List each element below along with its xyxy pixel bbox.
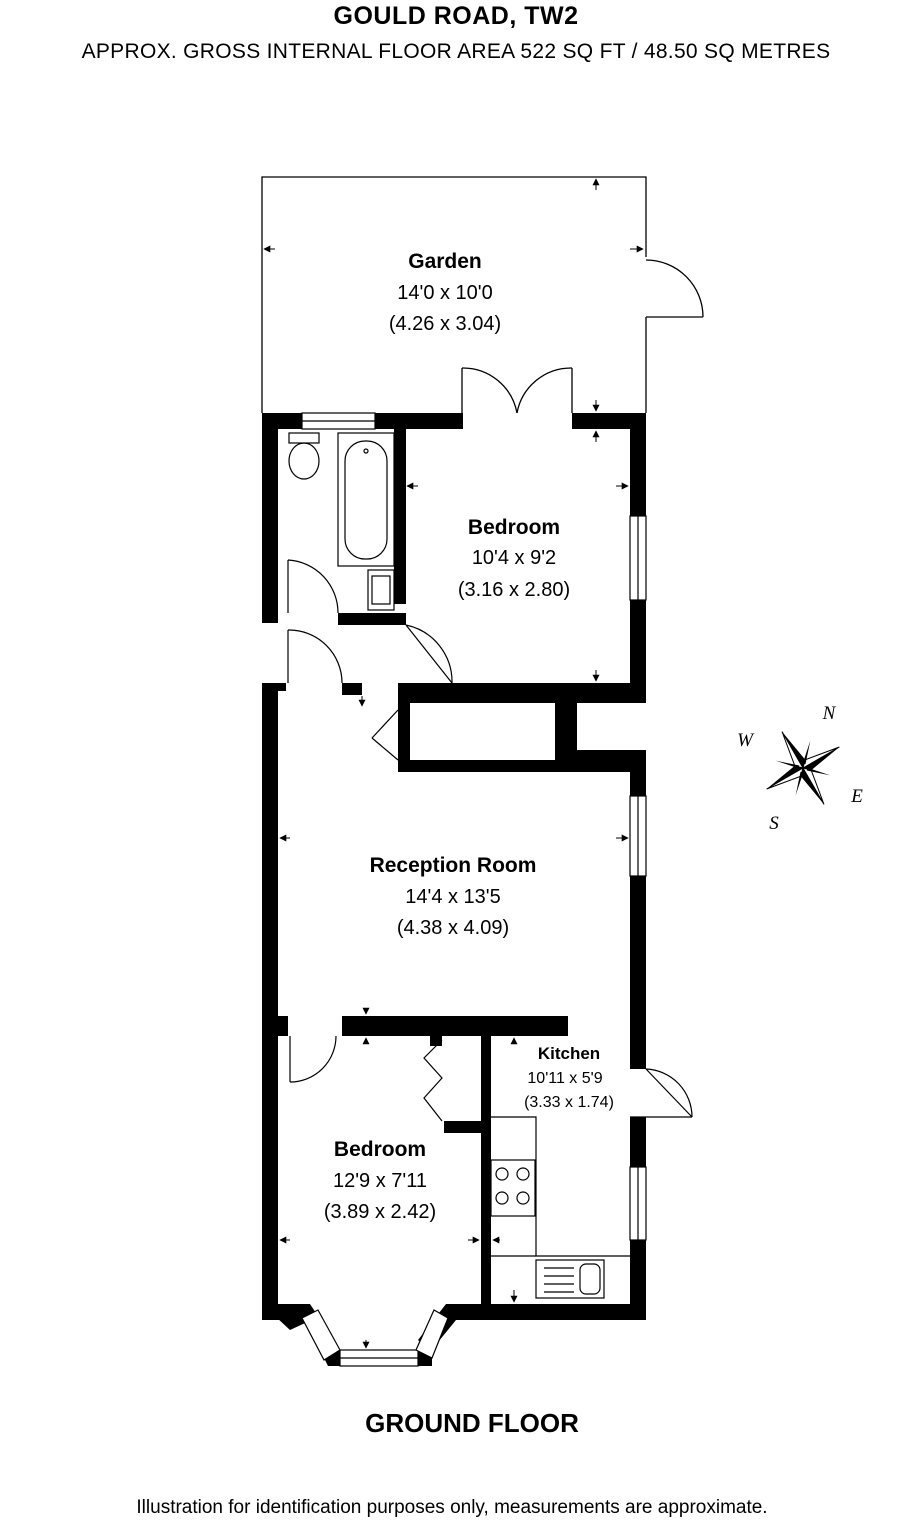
disclaimer: Illustration for identification purposes… [136,1497,768,1518]
reception-imperial: 14'4 x 13'5 [405,886,501,908]
plan-title: GOULD ROAD, TW2 [333,2,579,30]
reception-metric: (4.38 x 4.09) [397,917,509,939]
garden-outline [261,176,704,414]
garden-name: Garden [408,250,482,273]
kitchen-name: Kitchen [538,1044,600,1063]
compass-east: E [850,786,863,807]
compass-rose-icon [766,731,840,805]
fixtures [288,432,630,1299]
compass-letters: N E S W [737,703,863,834]
garden-metric: (4.26 x 3.04) [389,313,501,335]
reception-name: Reception Room [370,854,537,877]
kitchen-imperial: 10'11 x 5'9 [527,1070,602,1087]
room-labels: Garden 14'0 x 10'0 (4.26 x 3.04) Bedroom… [324,250,614,1223]
front-bedroom-metric: (3.89 x 2.42) [324,1201,436,1223]
front-bedroom-imperial: 12'9 x 7'11 [333,1170,427,1192]
dimension-arrows [263,178,644,1349]
floor-area-subtitle: APPROX. GROSS INTERNAL FLOOR AREA 522 SQ… [81,40,831,63]
compass-west: W [737,730,755,751]
rear-bedroom-name: Bedroom [468,516,560,539]
walls [262,413,646,1366]
doors [287,559,693,1122]
garden-imperial: 14'0 x 10'0 [397,282,493,304]
front-bedroom-name: Bedroom [334,1138,426,1161]
rear-bedroom-imperial: 10'4 x 9'2 [472,547,556,569]
compass-north: N [822,703,837,724]
compass-south: S [769,813,779,834]
kitchen-metric: (3.33 x 1.74) [524,1094,614,1111]
floor-label: GROUND FLOOR [365,1408,579,1438]
windows [301,412,647,1367]
rear-bedroom-metric: (3.16 x 2.80) [458,579,570,601]
